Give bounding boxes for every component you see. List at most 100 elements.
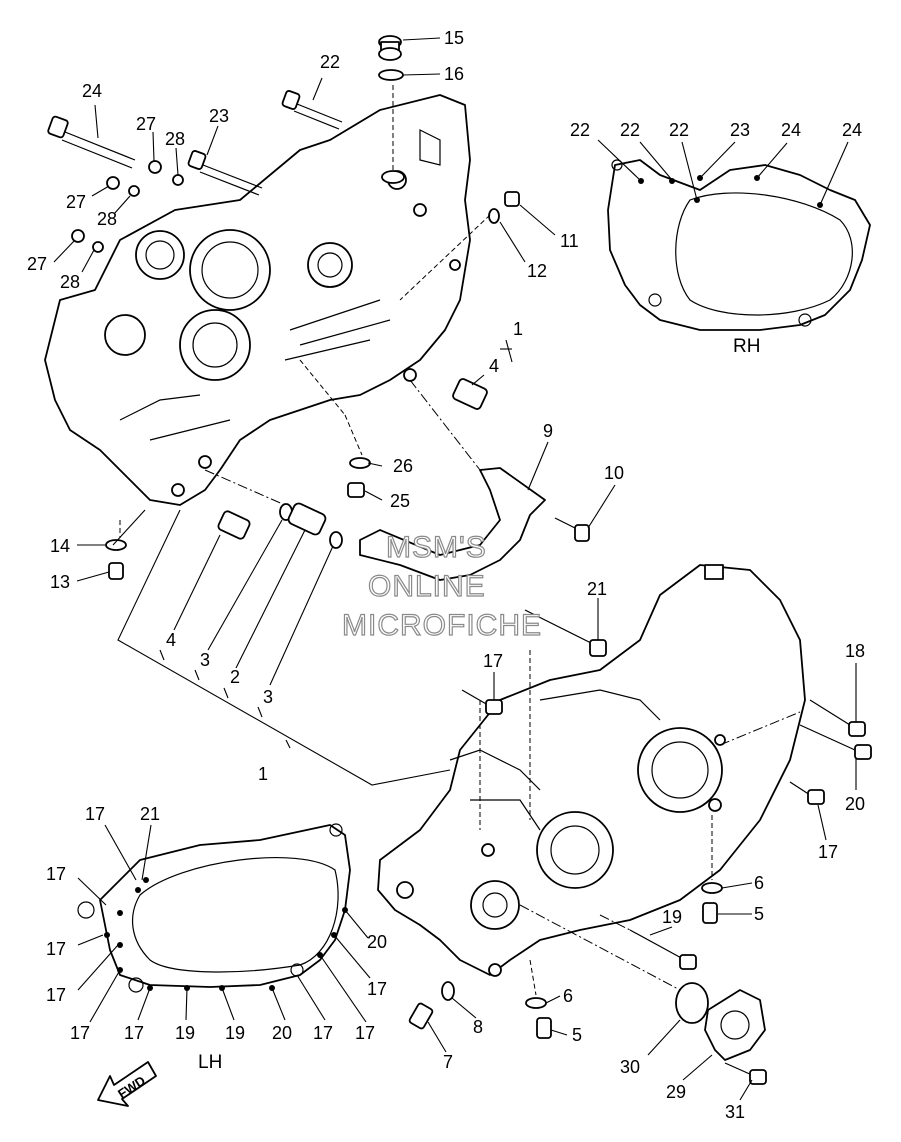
callout-20: 20 [272, 1023, 292, 1043]
bolt-17-right [789, 781, 825, 805]
callout-17: 17 [483, 651, 503, 671]
callout-17: 17 [46, 864, 66, 884]
washers-27-28 [71, 160, 184, 253]
callout-17: 17 [313, 1023, 333, 1043]
callout-22: 22 [570, 120, 590, 140]
washer-26-bolt-25 [347, 457, 371, 498]
washer-14-bolt-13 [105, 539, 127, 580]
callout-26: 26 [393, 456, 413, 476]
callout-20: 20 [367, 932, 387, 952]
callout-9: 9 [543, 421, 553, 441]
guide-9 [359, 467, 546, 581]
callout-16: 16 [444, 64, 464, 84]
oring-30 [675, 982, 709, 1024]
cover-29 [704, 989, 766, 1061]
rh-gasket-outline [607, 159, 871, 331]
callout-28: 28 [97, 209, 117, 229]
dowel-4-upper [452, 378, 488, 410]
callout-17: 17 [818, 842, 838, 862]
callout-19: 19 [662, 907, 682, 927]
callout-17: 17 [85, 804, 105, 824]
callout-6: 6 [754, 873, 764, 893]
callout-17: 17 [355, 1023, 375, 1043]
bolt-18 [809, 699, 866, 737]
watermark-line-2: ONLINE [368, 570, 486, 603]
callout-30: 30 [620, 1057, 640, 1077]
callout-10: 10 [604, 463, 624, 483]
callout-5: 5 [572, 1025, 582, 1045]
right-crankcase-half [377, 564, 806, 977]
callout-22: 22 [620, 120, 640, 140]
callout-28: 28 [60, 272, 80, 292]
callout-20: 20 [845, 794, 865, 814]
washer-6-bolt-5-right [701, 882, 723, 924]
callout-17: 17 [124, 1023, 144, 1043]
callout-14: 14 [50, 536, 70, 556]
callout-1: 1 [258, 764, 268, 784]
bolt-22-top [281, 90, 343, 130]
pipe-2 [287, 502, 327, 536]
callout-2: 2 [230, 667, 240, 687]
oring-3b [329, 531, 343, 549]
rh-label: RH [733, 336, 760, 357]
callout-3: 3 [263, 687, 273, 707]
callout-7: 7 [443, 1052, 453, 1072]
callout-17: 17 [46, 939, 66, 959]
callout-23: 23 [730, 120, 750, 140]
callout-8: 8 [473, 1017, 483, 1037]
callout-21: 21 [140, 804, 160, 824]
callout-28: 28 [165, 129, 185, 149]
washer-8-bolt-7 [408, 981, 455, 1030]
callout-23: 23 [209, 106, 229, 126]
bolt-17-mid [461, 689, 503, 715]
callout-19: 19 [225, 1023, 245, 1043]
callout-18: 18 [845, 641, 865, 661]
callout-5: 5 [754, 904, 764, 924]
callout-29: 29 [666, 1082, 686, 1102]
watermark-line-3: MICROFICHE [342, 609, 542, 642]
lh-gasket-outline [77, 823, 351, 993]
callout-22: 22 [320, 52, 340, 72]
bolt-20-right [799, 724, 872, 760]
dowel-4-lower [217, 510, 251, 540]
bolt-19-right [629, 929, 697, 970]
bolt-10 [554, 517, 590, 542]
callout-24: 24 [842, 120, 862, 140]
callout-21: 21 [587, 579, 607, 599]
callout-labels: 15 16 22 24 23 27 28 27 28 27 28 11 12 2… [27, 28, 865, 1122]
watermark: MSM'S ONLINE MICROFICHE [341, 530, 542, 642]
plug-15-oring-16 [378, 35, 405, 184]
leader-lines [53, 37, 857, 1101]
callout-4: 4 [166, 630, 176, 650]
callout-27: 27 [66, 192, 86, 212]
callout-4: 4 [489, 356, 499, 376]
callout-19: 19 [175, 1023, 195, 1043]
callout-6: 6 [563, 986, 573, 1006]
bolt-11 [488, 191, 520, 224]
callout-31: 31 [725, 1102, 745, 1122]
callout-27: 27 [136, 114, 156, 134]
bolt-23-left [187, 150, 263, 196]
callout-12: 12 [527, 261, 547, 281]
callout-22: 22 [669, 120, 689, 140]
callout-25: 25 [390, 491, 410, 511]
washer-6-bolt-5-bottom [525, 997, 552, 1039]
callout-24: 24 [82, 81, 102, 101]
fwd-arrow-icon: FWD [97, 1061, 157, 1107]
bolt-31 [724, 1062, 767, 1085]
callout-13: 13 [50, 572, 70, 592]
bolt-24-left [47, 115, 136, 169]
callout-17: 17 [367, 979, 387, 999]
callout-15: 15 [444, 28, 464, 48]
lh-label: LH [198, 1052, 222, 1073]
callout-11: 11 [560, 231, 579, 251]
callout-17: 17 [46, 985, 66, 1005]
callout-24: 24 [781, 120, 801, 140]
callout-1: 1 [513, 319, 523, 339]
watermark-line-1: MSM'S [386, 531, 487, 564]
callout-17: 17 [70, 1023, 90, 1043]
left-crankcase-half [44, 94, 471, 506]
callout-3: 3 [200, 650, 210, 670]
callout-27: 27 [27, 254, 47, 274]
